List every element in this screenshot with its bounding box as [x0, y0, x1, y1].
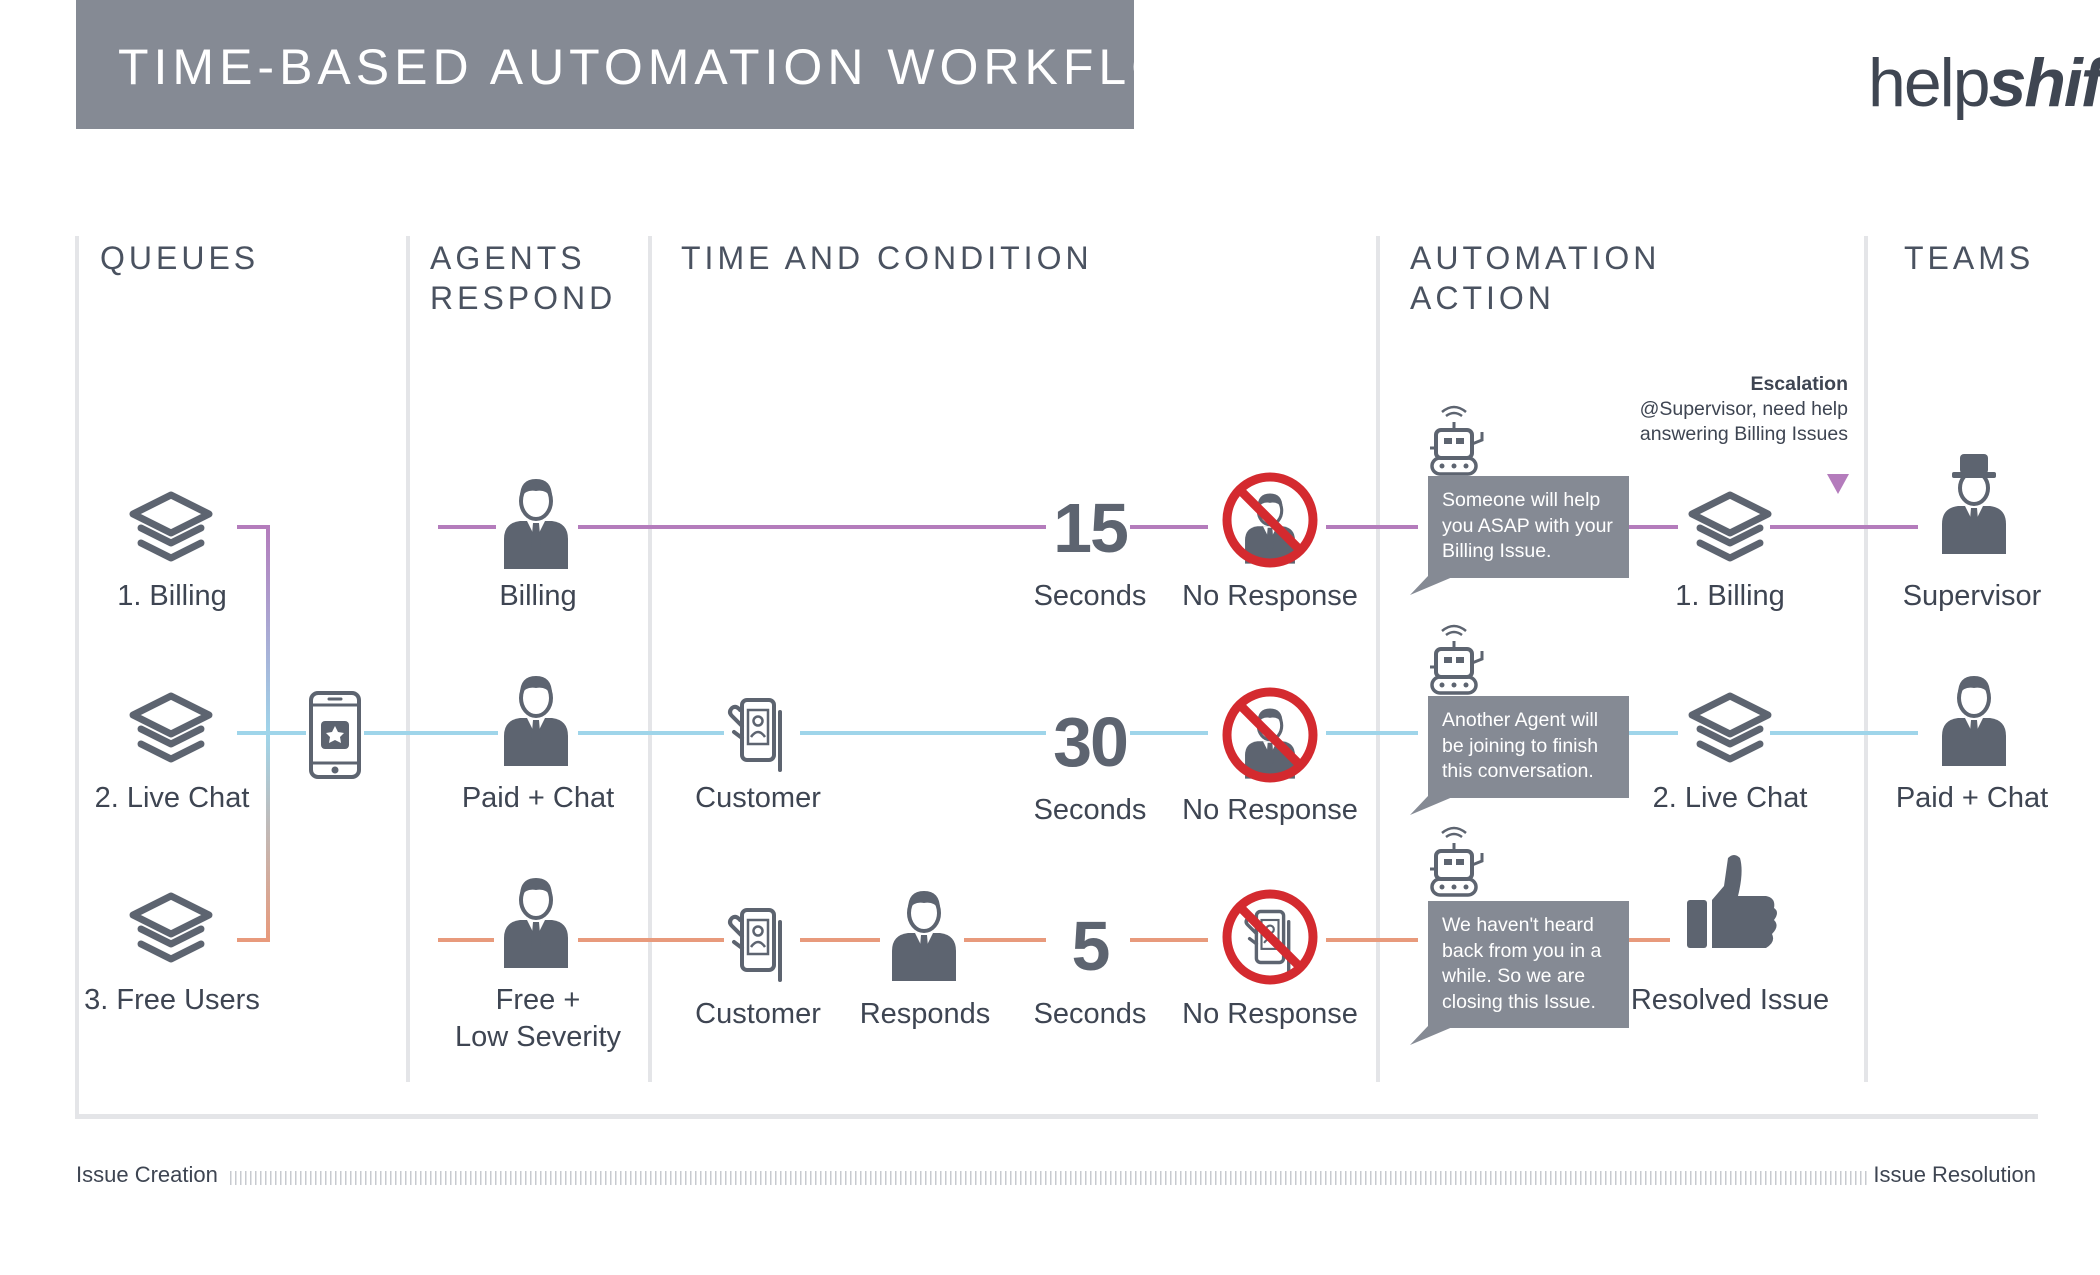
escalation-note: Escalation @Supervisor, need help answer…	[1640, 372, 1848, 447]
escalation-line2: answering Billing Issues	[1639, 423, 1848, 445]
header-agents: AGENTS RESPOND	[430, 238, 616, 318]
no-response-label: No Response	[1182, 580, 1358, 612]
mobile-app-icon	[309, 691, 361, 779]
footer-issue-creation: Issue Creation	[76, 1162, 218, 1187]
agent-label-free-line1: Free +	[495, 984, 581, 1016]
bubble-tail	[1410, 796, 1455, 815]
header-agents-line2: RESPOND	[430, 280, 617, 316]
header-teams: TEAMS	[1904, 240, 2035, 276]
no-response-label: No Response	[1182, 998, 1358, 1030]
escalation-title: Escalation	[1750, 373, 1848, 395]
agent-free-low-icon	[502, 876, 570, 970]
automation-message-chat: Another Agent will be joining to finish …	[1428, 696, 1629, 798]
header-time: TIME AND CONDITION	[681, 240, 1093, 276]
logo-light: help	[1868, 45, 1991, 121]
no-response-label: No Response	[1182, 794, 1358, 826]
automation-robot-icon	[1428, 624, 1484, 695]
queue-live-chat-icon	[133, 696, 209, 759]
escalation-arrow-icon	[1827, 474, 1849, 494]
route-label-billing: 1. Billing	[1675, 580, 1785, 612]
timer-unit: Seconds	[1033, 998, 1147, 1030]
agent-billing-icon	[502, 477, 570, 571]
queue-billing-icon	[133, 495, 209, 558]
timer-value-5: 5	[1071, 907, 1111, 985]
responds-agent-icon	[890, 889, 958, 983]
page-title: TIME-BASED AUTOMATION WORKFLOW	[118, 39, 1228, 95]
header-agents-line1: AGENTS	[430, 240, 586, 276]
timer-value-30: 30	[1053, 703, 1129, 781]
route-label-live-chat: 2. Live Chat	[1652, 782, 1808, 814]
header-automation-line2: ACTION	[1410, 280, 1555, 316]
agent-label-paid-chat: Paid + Chat	[461, 782, 615, 814]
queue-label-free-users: 3. Free Users	[84, 984, 260, 1016]
column-dividers	[75, 236, 2038, 1119]
team-label-paid-chat: Paid + Chat	[1895, 782, 2049, 814]
timer-value-15: 15	[1053, 489, 1129, 567]
agent-paid-chat-icon	[502, 674, 570, 768]
timeline-hatch	[228, 1171, 1868, 1185]
no-response-icon	[1222, 889, 1318, 985]
timer-unit: Seconds	[1033, 794, 1147, 826]
agent-label-free-line2: Low Severity	[454, 1021, 622, 1053]
header-automation-line1: AUTOMATION	[1410, 240, 1661, 276]
no-response-icon	[1222, 472, 1318, 568]
route-billing-icon	[1692, 495, 1768, 558]
team-label-supervisor: Supervisor	[1902, 580, 2042, 612]
customer-phone-icon	[728, 908, 782, 982]
flow-lines	[237, 525, 1918, 942]
automation-message-free: We haven't heard back from you in a whil…	[1428, 901, 1629, 1028]
resolved-issue-label: Resolved Issue	[1630, 984, 1830, 1016]
customer-phone-icon	[728, 698, 782, 772]
customer-label: Customer	[695, 998, 821, 1030]
automation-robot-icon	[1428, 405, 1484, 476]
title-bar	[76, 0, 1134, 129]
timer-unit: Seconds	[1033, 580, 1147, 612]
route-live-chat-icon	[1692, 696, 1768, 759]
logo-bold: shift	[1988, 45, 2100, 121]
no-response-icon	[1222, 687, 1318, 783]
queue-label-billing: 1. Billing	[117, 580, 227, 612]
customer-label: Customer	[695, 782, 821, 814]
automation-message-billing: Someone will help you ASAP with your Bil…	[1428, 476, 1629, 578]
bubble-tail	[1410, 1026, 1455, 1045]
automation-robot-icon	[1428, 826, 1484, 897]
responds-label: Responds	[859, 998, 991, 1030]
team-supervisor-icon	[1940, 452, 2008, 556]
bubble-tail	[1410, 576, 1455, 595]
helpshift-logo: helpshift	[1868, 44, 2100, 122]
team-paid-chat-icon	[1940, 674, 2008, 768]
footer-issue-resolution: Issue Resolution	[1873, 1162, 2036, 1187]
queue-free-users-icon	[133, 896, 209, 959]
agent-label-free-low: Free + Low Severity	[455, 982, 621, 1056]
agent-label-billing: Billing	[499, 580, 577, 612]
thumbs-up-icon	[1687, 855, 1777, 948]
queue-label-live-chat: 2. Live Chat	[94, 782, 250, 814]
header-queues: QUEUES	[100, 240, 260, 276]
header-automation: AUTOMATION ACTION	[1410, 238, 1660, 318]
escalation-line1: @Supervisor, need help	[1639, 398, 1848, 420]
